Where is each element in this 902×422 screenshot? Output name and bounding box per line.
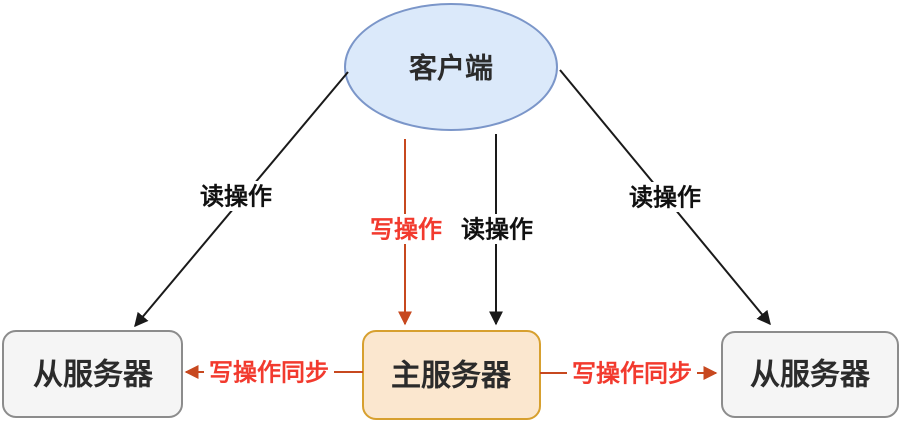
slave-left-node-label: 从服务器 — [33, 359, 154, 392]
slave-right-node-label: 从服务器 — [750, 359, 871, 392]
master-box-shape — [362, 330, 541, 420]
slave-left-box-shape — [2, 330, 183, 418]
node-slave-right: 从服务器 — [721, 331, 899, 418]
edge-read-right-label-bg — [625, 182, 705, 212]
edge-sync-left-label: 写操作同步 — [209, 360, 329, 387]
edge-read-center-label: 读操作 — [461, 217, 533, 244]
edge-write-center-label-bg — [366, 214, 446, 244]
edge-sync-left-label-bg — [204, 357, 334, 387]
edge-sync-right: 写操作同步 — [540, 358, 718, 388]
node-master: 主服务器 — [362, 330, 541, 420]
client-node-label: 客户端 — [409, 52, 493, 84]
node-slave-left: 从服务器 — [2, 330, 183, 418]
edge-write-center-label: 写操作 — [370, 217, 442, 244]
edge-read-left-label-bg — [196, 181, 276, 211]
edge-read-right: 读操作 — [559, 69, 771, 326]
edge-read-left: 读操作 — [134, 71, 349, 328]
edge-read-center: 读操作 — [457, 134, 537, 326]
client-ellipse-shape — [344, 3, 558, 131]
edge-sync-left: 写操作同步 — [184, 357, 363, 387]
edge-sync-right-label: 写操作同步 — [572, 361, 692, 388]
edge-sync-right-label-bg — [567, 358, 697, 388]
master-node-label: 主服务器 — [391, 360, 512, 393]
edge-read-left-label: 读操作 — [200, 184, 272, 211]
slave-right-box-shape — [721, 331, 899, 418]
edge-write-center: 写操作 — [366, 139, 446, 326]
node-client: 客户端 — [344, 3, 558, 131]
edge-read-right-label: 读操作 — [629, 185, 701, 212]
edge-read-center-label-bg — [457, 214, 537, 244]
